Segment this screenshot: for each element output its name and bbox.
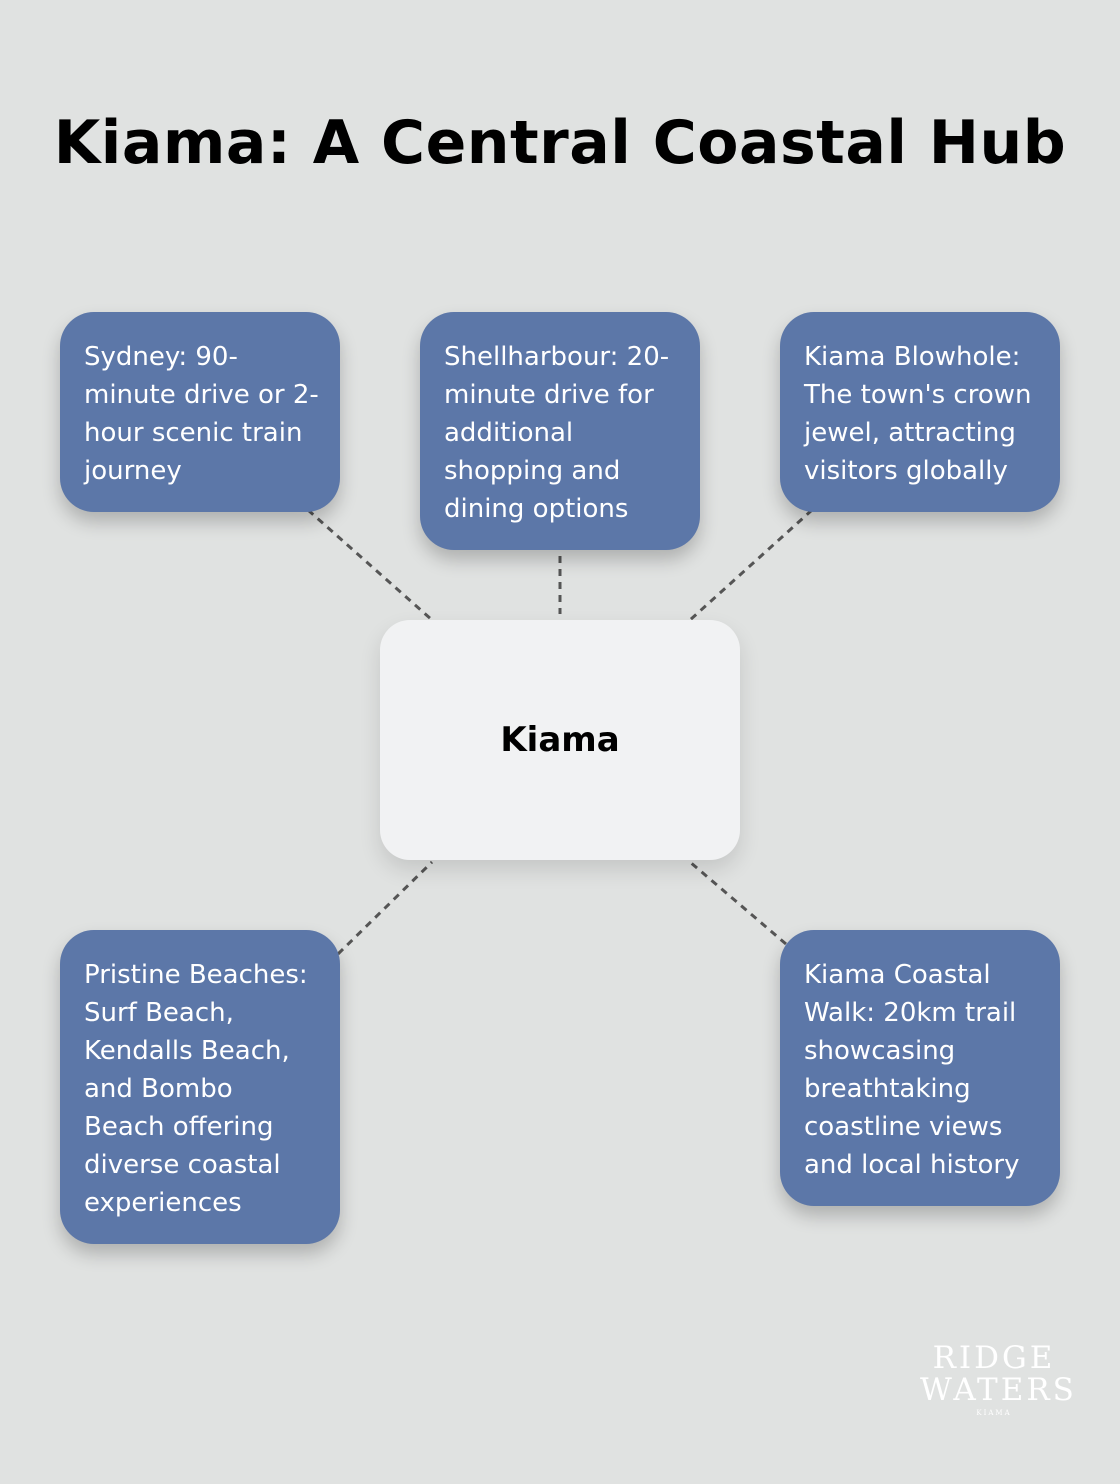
logo-line-1: RIDGE — [932, 1340, 1056, 1376]
node-blowhole: Kiama Blowhole: The town's crown jewel, … — [780, 312, 1060, 512]
logo-line-3: KIAMA — [976, 1409, 1012, 1417]
node-coastal-walk-text: Kiama Coastal Walk: 20km trail showcasin… — [804, 960, 1020, 1180]
connector-blowhole — [688, 508, 814, 622]
logo-line-2: WATERS — [920, 1372, 1077, 1408]
node-shellharbour-text: Shellharbour: 20-minute drive for additi… — [444, 342, 670, 524]
node-shellharbour: Shellharbour: 20-minute drive for additi… — [420, 312, 700, 550]
center-node-label: Kiama — [500, 720, 620, 760]
center-node: Kiama — [380, 620, 740, 860]
node-beaches-text: Pristine Beaches: Surf Beach, Kendalls B… — [84, 960, 308, 1218]
page-title: Kiama: A Central Coastal Hub — [53, 108, 1067, 178]
connector-beaches — [336, 860, 434, 956]
node-beaches: Pristine Beaches: Surf Beach, Kendalls B… — [60, 930, 340, 1244]
node-blowhole-text: Kiama Blowhole: The town's crown jewel, … — [804, 342, 1032, 486]
node-sydney-text: Sydney: 90-minute drive or 2-hour scenic… — [84, 342, 319, 486]
connector-sydney — [307, 508, 433, 622]
node-sydney: Sydney: 90-minute drive or 2-hour scenic… — [60, 312, 340, 512]
node-coastal-walk: Kiama Coastal Walk: 20km trail showcasin… — [780, 930, 1060, 1206]
brand-logo: RIDGE WATERS KIAMA — [920, 1340, 1077, 1420]
connector-coastal-walk — [689, 860, 787, 946]
